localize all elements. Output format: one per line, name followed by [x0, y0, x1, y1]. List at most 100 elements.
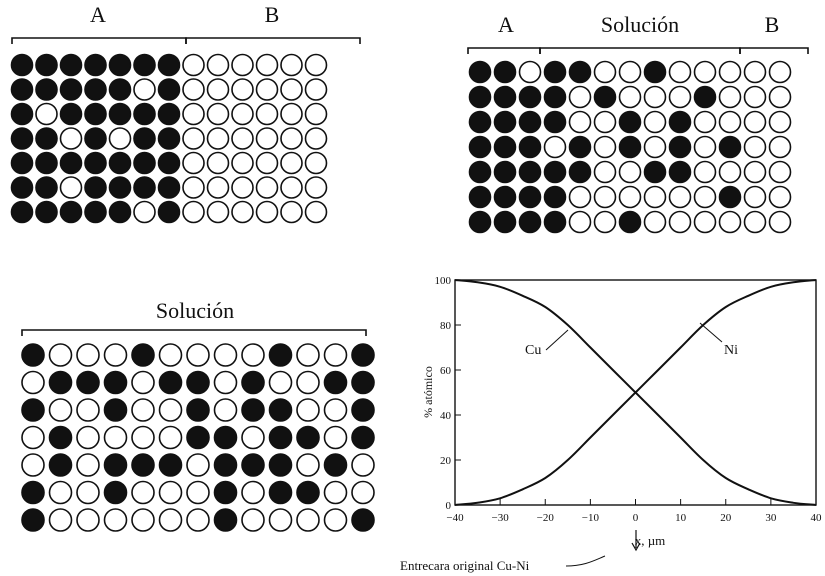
atom-b: [323, 425, 348, 450]
x-tick-label: −30: [492, 512, 510, 524]
atom-a: [618, 210, 642, 234]
atom-b: [743, 185, 767, 209]
atom-a: [157, 151, 181, 175]
atom-b: [743, 135, 767, 159]
atom-b: [593, 185, 617, 209]
atom-b: [131, 480, 155, 505]
atom-a: [351, 425, 375, 450]
atom-b: [213, 398, 238, 422]
label-a: A: [90, 2, 106, 27]
atom-b: [131, 508, 155, 532]
atom-b: [255, 127, 279, 150]
atom-a: [668, 160, 692, 184]
atom-a: [157, 102, 181, 126]
atom-b: [158, 398, 183, 422]
atom-b: [182, 53, 205, 77]
atom-b: [718, 210, 742, 234]
atom-a: [568, 60, 592, 84]
atom-a: [351, 343, 375, 367]
atom-b: [351, 480, 375, 505]
atom-b: [693, 135, 717, 159]
atom-b: [768, 160, 792, 184]
atom-a: [10, 151, 34, 175]
y-tick-label: 20: [440, 455, 452, 467]
atom-b: [768, 135, 792, 159]
atom-a: [468, 210, 492, 234]
atom-a: [518, 85, 542, 109]
atom-a: [157, 176, 181, 199]
label-solucion: Solución: [601, 12, 679, 37]
atom-b: [643, 185, 667, 209]
bracket-a: [467, 47, 541, 54]
atom-b: [593, 60, 617, 84]
atom-b: [241, 425, 265, 450]
atom-a: [103, 398, 128, 422]
atom-a: [108, 53, 132, 77]
atom-grid-partial: [468, 60, 792, 234]
x-axis-label: x, µm: [635, 533, 666, 548]
atom-a: [133, 176, 156, 199]
x-tick-label: 10: [675, 512, 687, 524]
atom-b: [323, 508, 348, 532]
bracket-solucion: [539, 47, 741, 54]
atom-a: [10, 53, 34, 77]
atom-a: [493, 185, 517, 209]
atom-b: [255, 102, 279, 126]
interface-pointer: [565, 555, 606, 567]
atom-a: [468, 110, 492, 134]
atom-b: [323, 343, 348, 367]
cu-curve-label: Cu: [525, 343, 541, 358]
atom-a: [351, 370, 375, 395]
atom-a: [157, 53, 181, 77]
atom-b: [186, 508, 210, 532]
atom-grid-initial: [10, 53, 328, 224]
atom-b: [618, 60, 642, 84]
atom-a: [84, 53, 107, 77]
atom-a: [493, 85, 517, 109]
atom-a: [518, 210, 542, 234]
atom-b: [158, 480, 183, 505]
atom-a: [21, 343, 45, 367]
atom-a: [186, 425, 210, 450]
atom-b: [768, 210, 792, 234]
atom-b: [48, 343, 73, 367]
cu-pointer: [545, 329, 569, 351]
atom-b: [743, 160, 767, 184]
atom-a: [296, 425, 320, 450]
atom-b: [241, 508, 265, 532]
atom-b: [643, 110, 667, 134]
x-tick-label: −20: [537, 512, 555, 524]
atom-b: [280, 127, 303, 150]
atom-a: [323, 370, 348, 395]
atom-b: [206, 53, 230, 77]
ni-curve-label: Ni: [724, 343, 738, 358]
atom-a: [84, 127, 107, 150]
y-tick-label: 40: [440, 410, 452, 422]
atom-b: [76, 453, 100, 477]
atom-a: [59, 200, 83, 224]
atom-a: [213, 453, 238, 477]
atom-a: [35, 200, 58, 224]
atom-b: [231, 53, 254, 77]
atom-b: [158, 508, 183, 532]
atom-a: [35, 78, 58, 101]
atom-a: [213, 508, 238, 532]
atom-b: [718, 85, 742, 109]
atom-a: [323, 453, 348, 477]
atom-a: [718, 135, 742, 159]
atom-b: [131, 425, 155, 450]
atom-b: [131, 370, 155, 395]
label-b: B: [265, 2, 280, 27]
x-tick-label: 40: [811, 512, 823, 524]
atom-a: [493, 110, 517, 134]
atom-b: [213, 343, 238, 367]
atom-a: [131, 453, 155, 477]
atom-a: [158, 453, 183, 477]
atom-b: [280, 53, 303, 77]
atom-b: [280, 151, 303, 175]
atom-b: [304, 200, 328, 224]
atom-b: [668, 85, 692, 109]
